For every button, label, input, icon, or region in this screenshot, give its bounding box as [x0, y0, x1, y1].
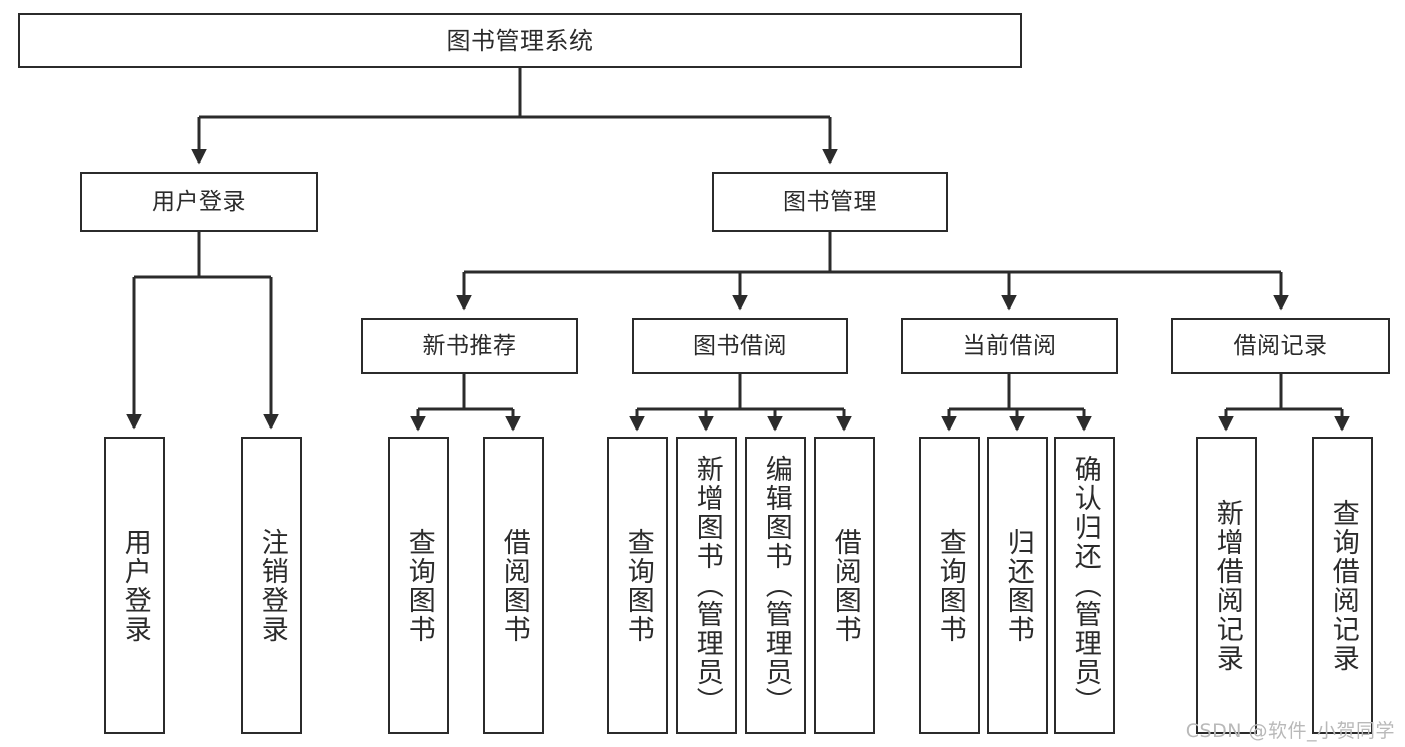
leaf-borrow-book-2-label: 借阅图书 [829, 527, 861, 644]
leaf-query-book-1[interactable]: 查询图书 [388, 437, 449, 734]
node-root-system[interactable]: 图书管理系统 [18, 13, 1022, 68]
node-root-system-label: 图书管理系统 [446, 26, 594, 55]
leaf-return-book-label: 归还图书 [1002, 527, 1034, 644]
leaf-return-book[interactable]: 归还图书 [987, 437, 1048, 734]
leaf-edit-book[interactable]: 编辑图书（管理员） [745, 437, 806, 734]
leaf-logout-login-label: 注销登录 [256, 527, 288, 644]
leaf-query-book-3-label: 查询图书 [934, 527, 966, 644]
leaf-add-borrow-record[interactable]: 新增借阅记录 [1196, 437, 1257, 734]
leaf-borrow-book-2[interactable]: 借阅图书 [814, 437, 875, 734]
leaf-confirm-return-label: 确认归还（管理员） [1069, 455, 1101, 716]
leaf-query-book-2[interactable]: 查询图书 [607, 437, 668, 734]
leaf-query-book-3[interactable]: 查询图书 [919, 437, 980, 734]
leaf-query-borrow-record[interactable]: 查询借阅记录 [1312, 437, 1373, 734]
leaf-add-book-label: 新增图书（管理员） [691, 455, 723, 716]
node-current-borrow-label: 当前借阅 [962, 332, 1057, 359]
leaf-user-login-label: 用户登录 [119, 527, 151, 644]
leaf-query-book-1-label: 查询图书 [403, 527, 435, 644]
node-new-book-recommend[interactable]: 新书推荐 [361, 318, 578, 374]
leaf-borrow-book-1[interactable]: 借阅图书 [483, 437, 544, 734]
csdn-watermark: CSDN @软件_小贺同学 [1185, 720, 1395, 742]
leaf-add-borrow-record-label: 新增借阅记录 [1211, 498, 1243, 673]
leaf-logout-login[interactable]: 注销登录 [241, 437, 302, 734]
leaf-add-book[interactable]: 新增图书（管理员） [676, 437, 737, 734]
node-book-management-label: 图书管理 [783, 188, 877, 215]
node-new-book-recommend-label: 新书推荐 [422, 332, 517, 359]
leaf-borrow-book-1-label: 借阅图书 [498, 527, 530, 644]
node-current-borrow[interactable]: 当前借阅 [901, 318, 1118, 374]
node-user-login-label: 用户登录 [152, 188, 246, 215]
node-book-borrow[interactable]: 图书借阅 [632, 318, 848, 374]
node-borrow-record[interactable]: 借阅记录 [1171, 318, 1390, 374]
leaf-confirm-return[interactable]: 确认归还（管理员） [1054, 437, 1115, 734]
node-book-borrow-label: 图书借阅 [693, 332, 787, 359]
leaf-query-book-2-label: 查询图书 [622, 527, 654, 644]
node-borrow-record-label: 借阅记录 [1233, 332, 1328, 359]
leaf-user-login[interactable]: 用户登录 [104, 437, 165, 734]
node-book-management[interactable]: 图书管理 [712, 172, 948, 232]
leaf-query-borrow-record-label: 查询借阅记录 [1327, 498, 1359, 673]
leaf-edit-book-label: 编辑图书（管理员） [760, 455, 792, 716]
node-user-login[interactable]: 用户登录 [80, 172, 318, 232]
